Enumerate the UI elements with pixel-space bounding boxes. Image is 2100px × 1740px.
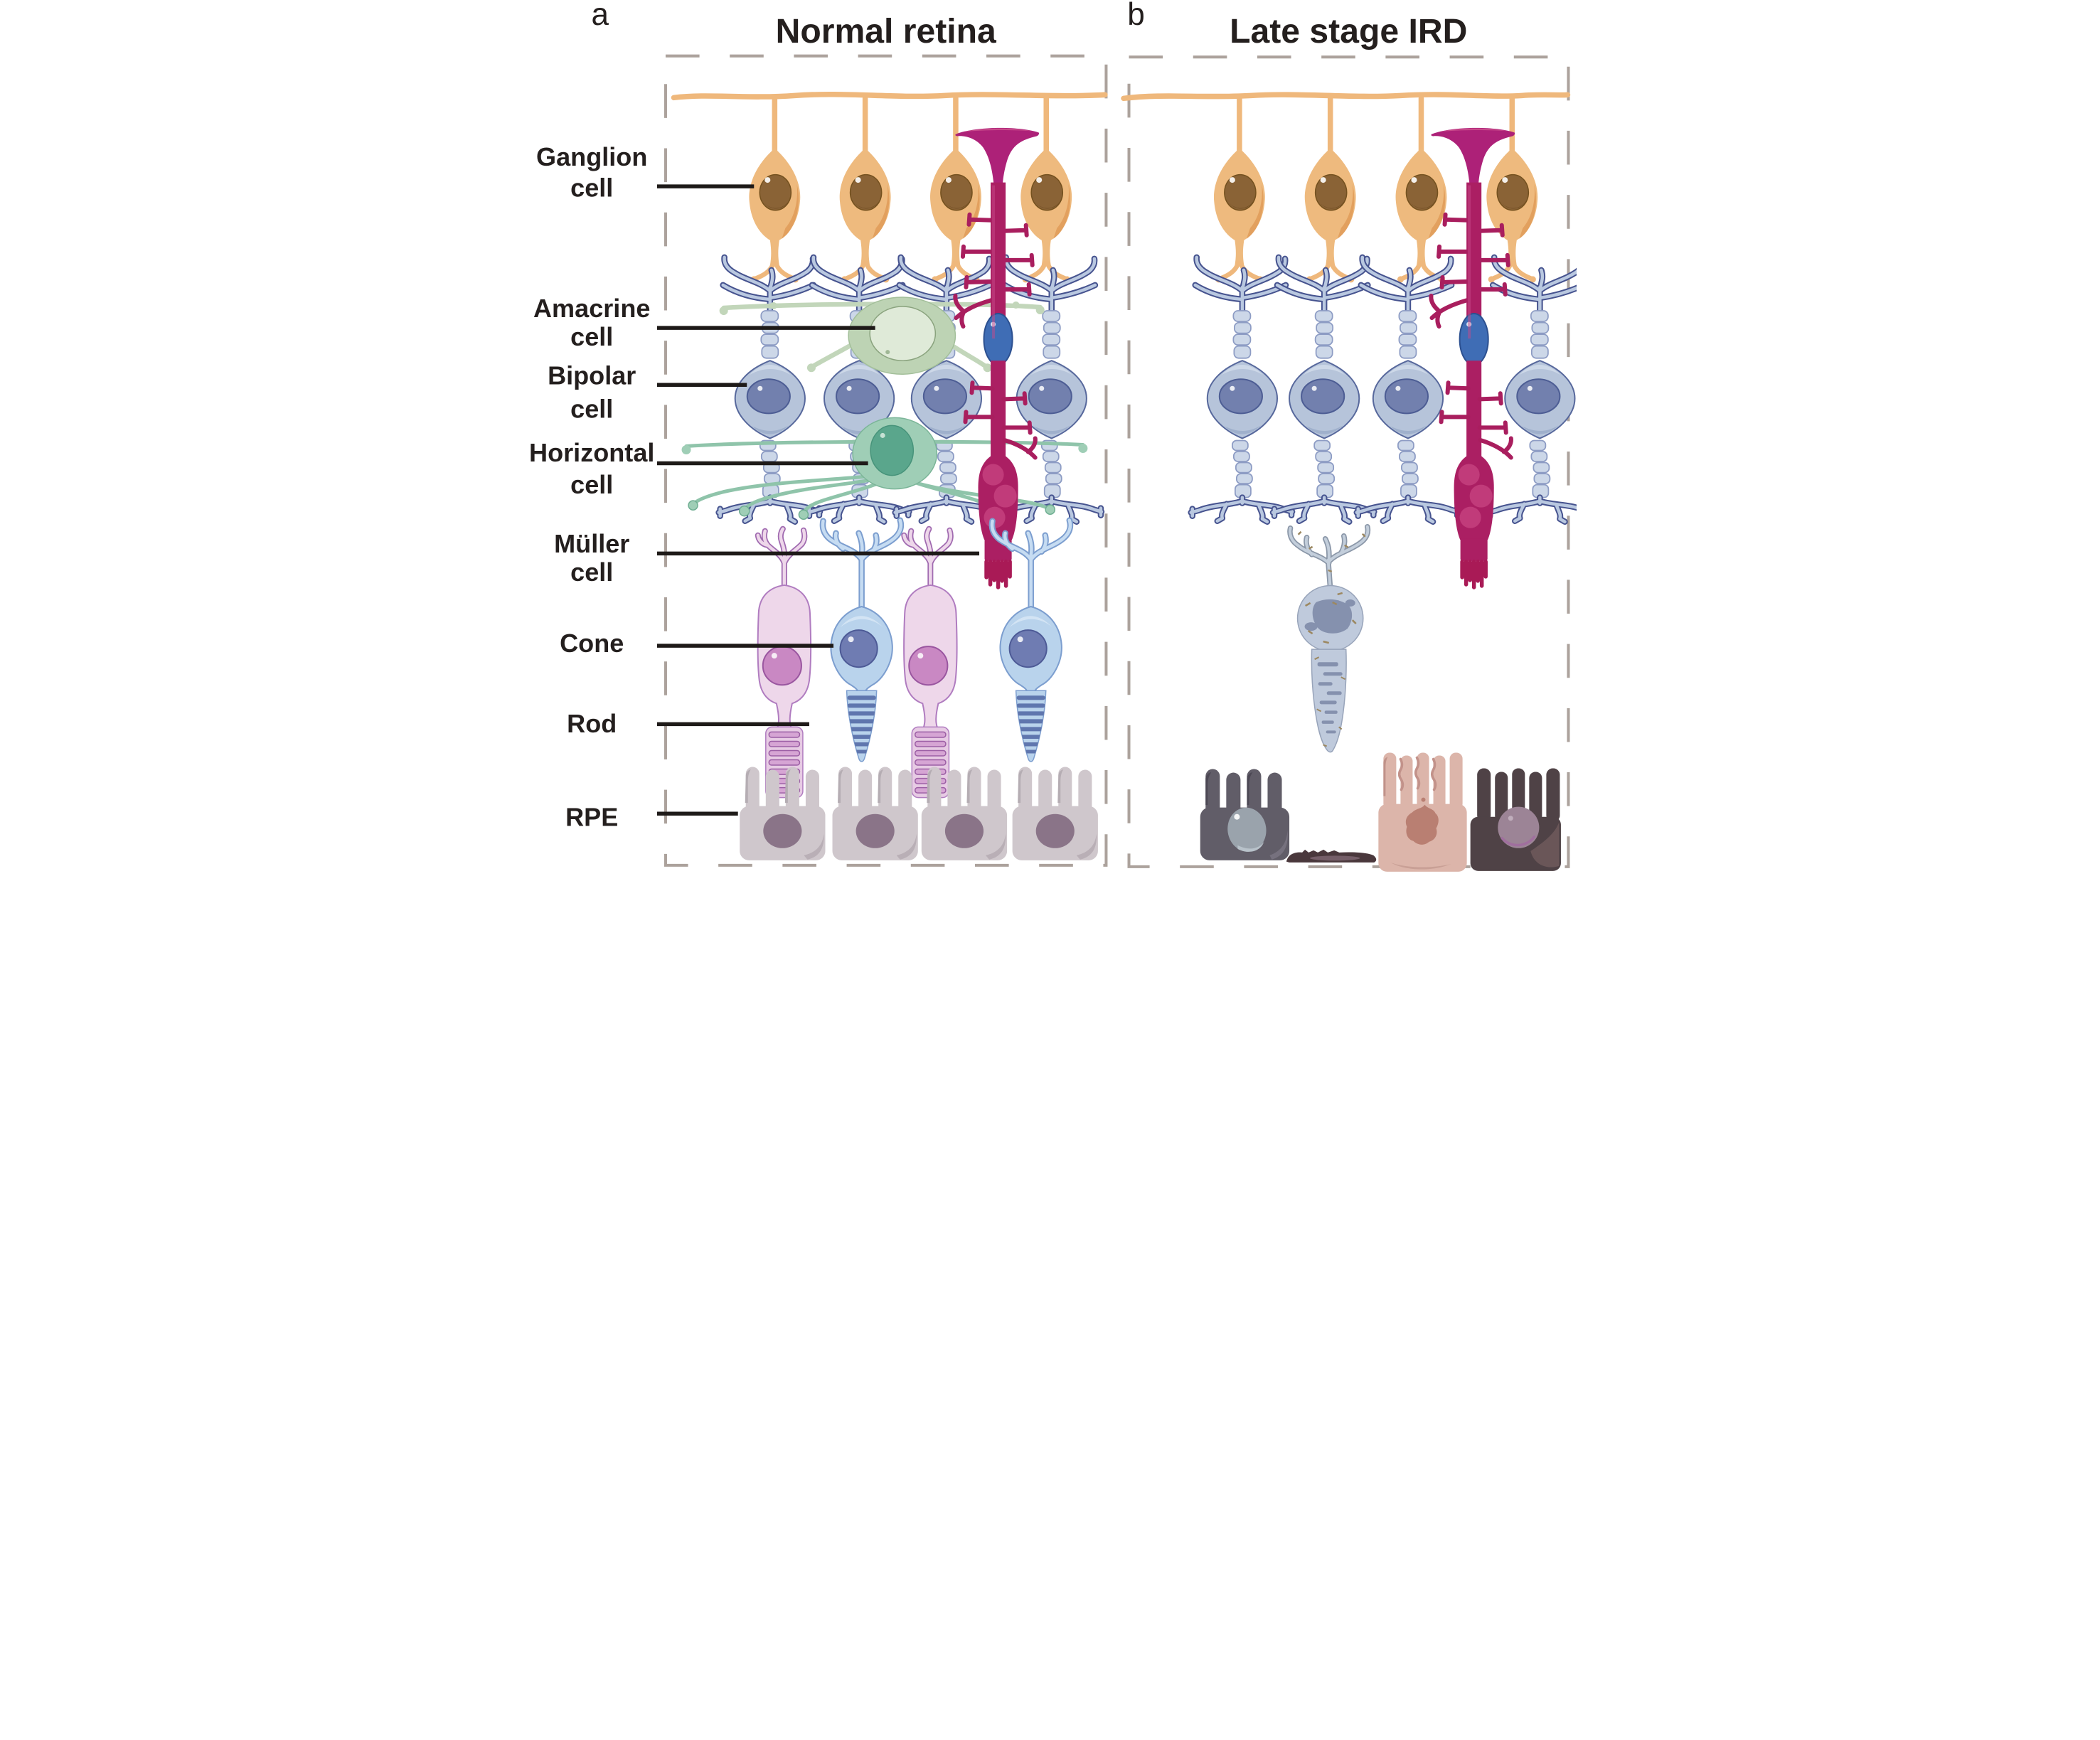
retina-diagram-canvas: a Normal retina: [523, 0, 1577, 872]
label-amacrine-line2: cell: [570, 322, 613, 351]
label-amacrine-line1: Amacrine: [533, 294, 650, 323]
rpe-remnant-disc: [1286, 849, 1376, 863]
panel-a-letter: a: [591, 0, 609, 32]
label-ganglion-line1: Ganglion: [536, 142, 647, 171]
degenerated-photoreceptor: [1289, 527, 1367, 752]
rpe-remnant-darkest: [1470, 768, 1561, 871]
bipolar-cell: [1488, 257, 1577, 522]
panel-a: a Normal retina: [591, 0, 1108, 867]
label-rpe: RPE: [565, 803, 618, 832]
rod-cell: [904, 529, 957, 798]
nerve-fiber-layer-a: [671, 92, 1108, 101]
label-bipolar-line2: cell: [570, 394, 613, 423]
cone-cell: [822, 521, 900, 762]
horizontal-cell: [681, 417, 1087, 520]
rpe-remnant-dark: [1200, 769, 1289, 860]
label-column: Ganglion cell Amacrine cell Bipolar cell…: [529, 142, 979, 832]
nerve-fiber-layer-b: [1120, 92, 1570, 102]
label-muller-line1: Müller: [554, 529, 629, 558]
rpe-cell: [921, 767, 1007, 860]
ganglion-cell: [1020, 98, 1072, 282]
ganglion-cell: [930, 98, 981, 282]
retina-figure: a Normal retina: [523, 0, 1577, 872]
panel-b-title: Late stage IRD: [1230, 12, 1467, 50]
label-bipolar-line1: Bipolar: [548, 361, 636, 390]
amacrine-cell: [719, 297, 1045, 375]
label-cone: Cone: [560, 629, 624, 658]
panel-b-border: [1127, 55, 1569, 868]
label-horizontal-line1: Horizontal: [529, 438, 654, 467]
bipolar-cell: [1190, 257, 1291, 522]
rpe-cell: [832, 767, 918, 860]
label-horizontal-line2: cell: [570, 470, 613, 499]
panel-a-border: [663, 54, 1107, 867]
panel-b: b Late stage IRD: [1120, 0, 1577, 872]
panel-a-title: Normal retina: [775, 12, 996, 50]
label-rod: Rod: [567, 709, 617, 738]
label-muller-line2: cell: [570, 557, 613, 587]
rpe-cell: [1012, 767, 1098, 860]
panel-b-letter: b: [1127, 0, 1145, 32]
ganglion-cell: [839, 98, 890, 282]
rod-cell: [757, 529, 811, 798]
ganglion-cell: [749, 98, 800, 282]
ganglion-cell: [1304, 98, 1355, 282]
bipolar-cell: [1356, 257, 1457, 522]
label-ganglion-line2: cell: [570, 174, 613, 203]
bipolar-cell: [1272, 257, 1373, 522]
rpe-remnant-pink: [1377, 752, 1467, 872]
ganglion-cell: [1213, 98, 1264, 282]
